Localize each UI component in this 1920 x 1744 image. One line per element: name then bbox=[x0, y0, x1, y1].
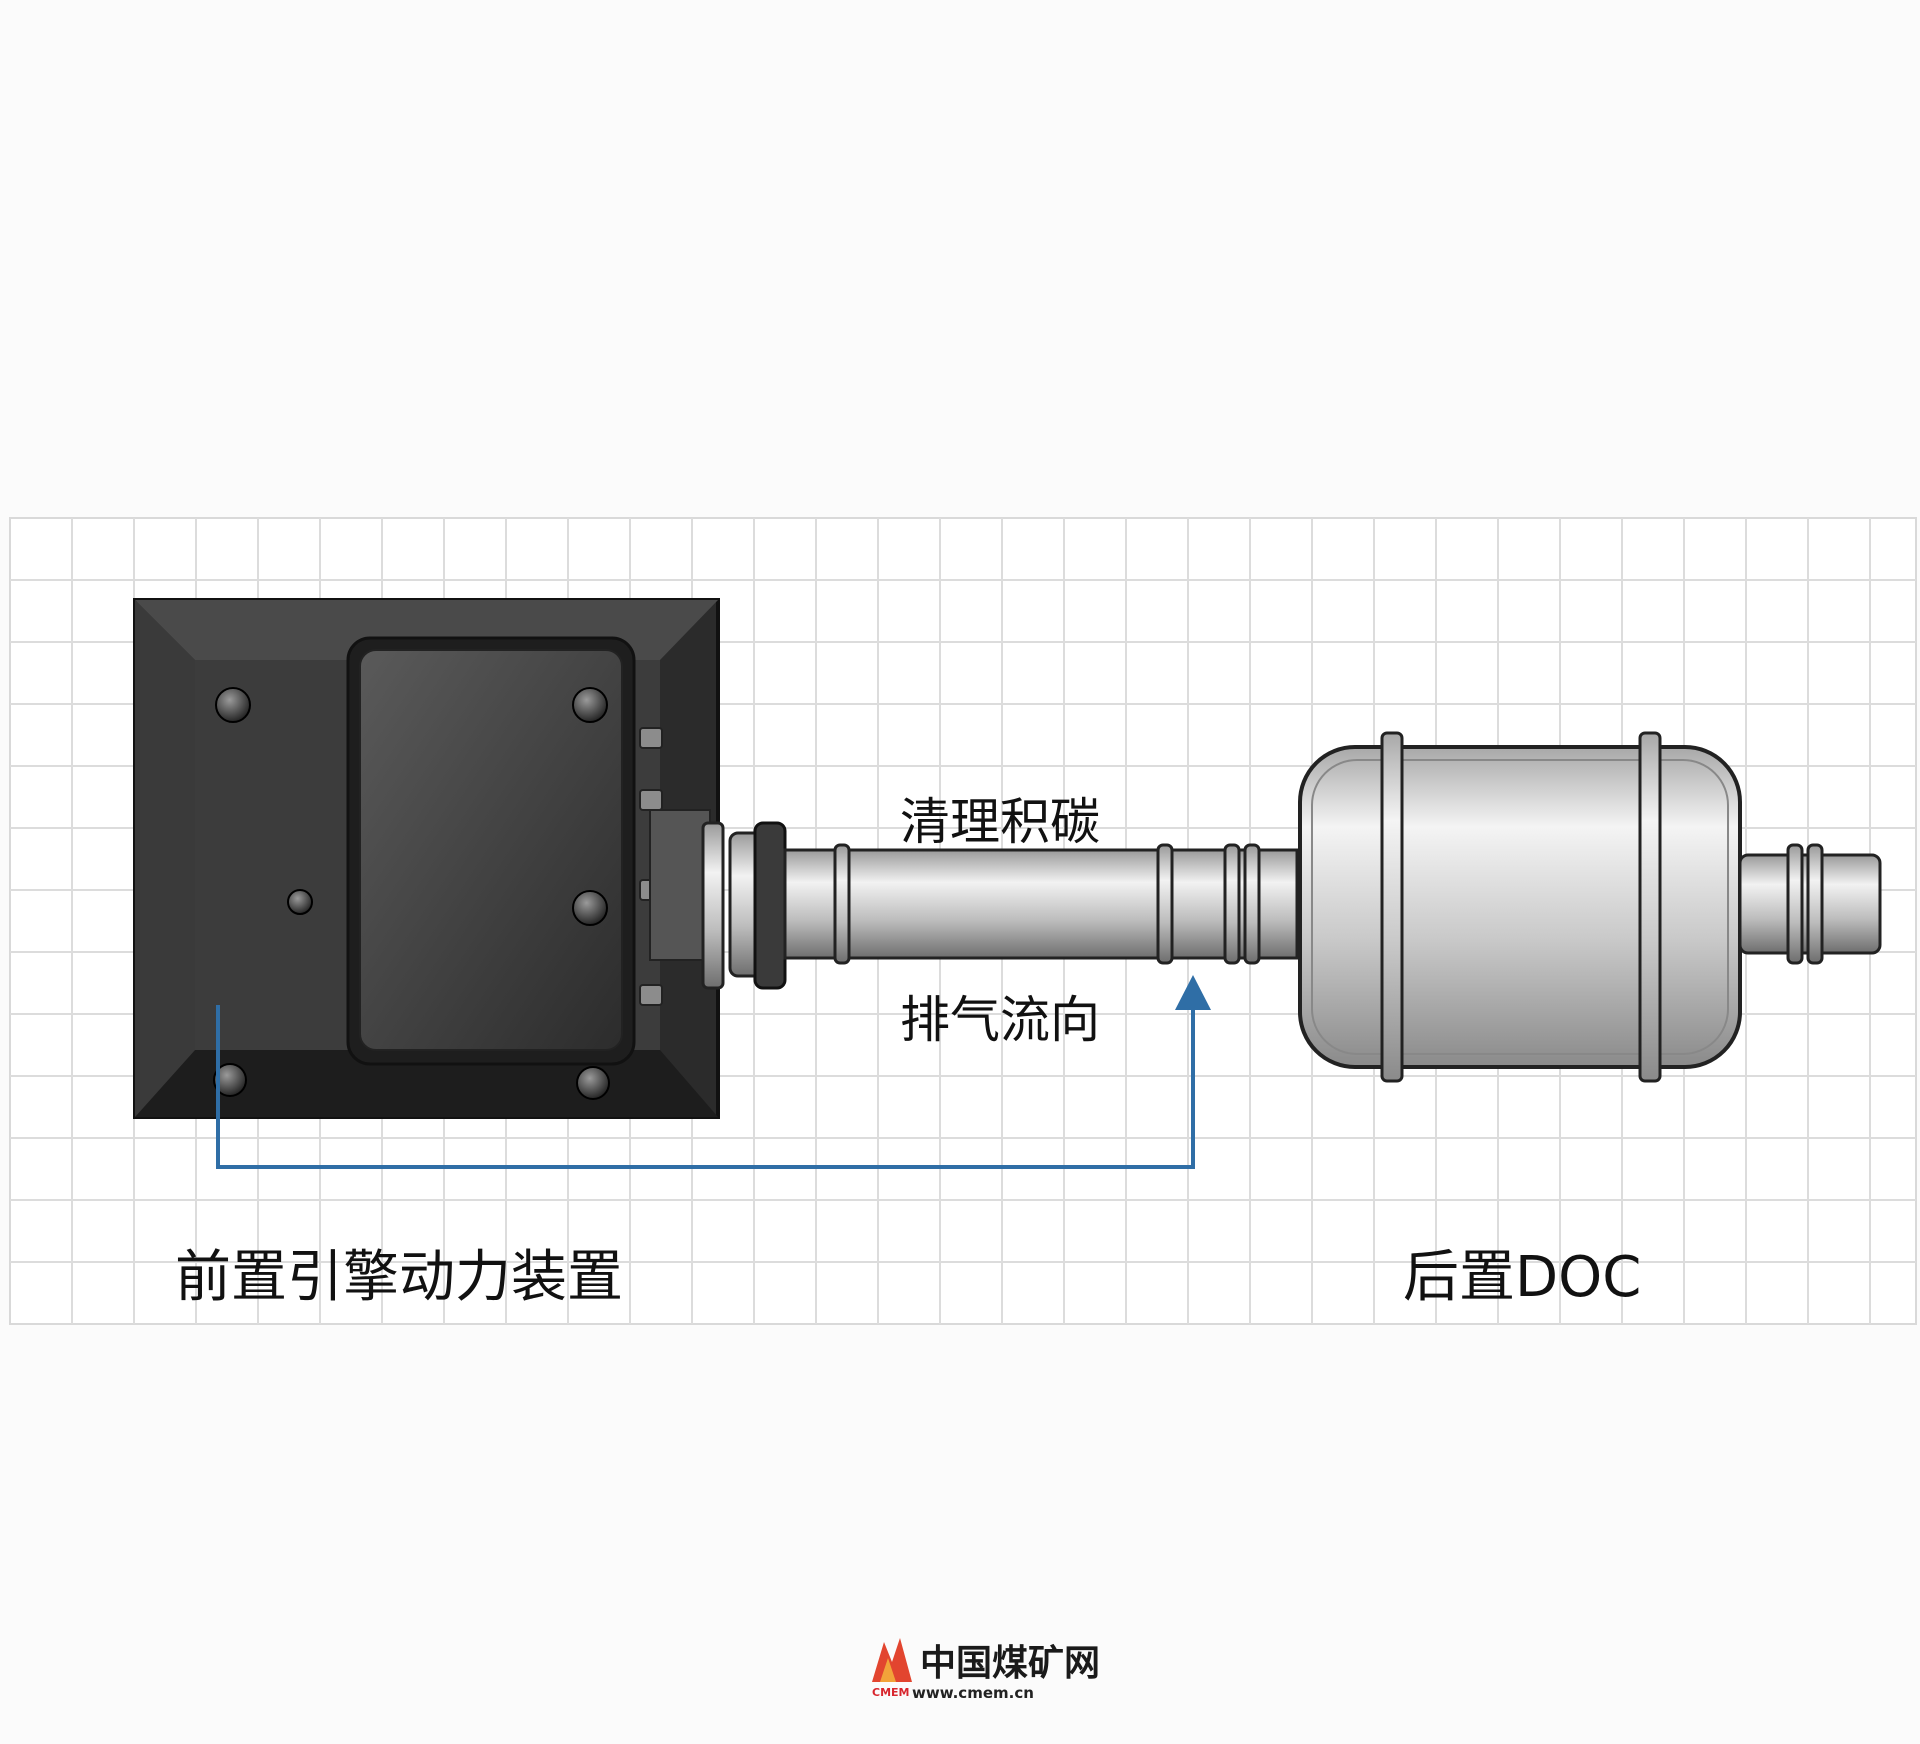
engine-unit bbox=[133, 598, 720, 1119]
label-front-engine: 前置引擎动力装置 bbox=[175, 1245, 623, 1310]
watermark-abbr: CMEM bbox=[872, 1686, 910, 1699]
flange-bolts bbox=[639, 727, 663, 1006]
watermark-url: www.cmem.cn bbox=[912, 1684, 1034, 1702]
doc-canister bbox=[1298, 731, 1882, 1083]
watermark-name: 中国煤矿网 bbox=[920, 1642, 1101, 1684]
exhaust-pipe bbox=[701, 821, 1299, 990]
label-rear-doc: 后置DOC bbox=[1403, 1245, 1642, 1310]
watermark-logo: 中国煤矿网 CMEM www.cmem.cn bbox=[872, 1634, 1100, 1724]
exhaust-flow-arrow bbox=[216, 975, 1211, 1169]
cmem-logo-icon bbox=[872, 1638, 912, 1682]
engine-bolts bbox=[213, 687, 610, 1100]
label-exhaust-flow: 排气流向 bbox=[900, 991, 1100, 1049]
label-clean-carbon: 清理积碳 bbox=[900, 793, 1100, 851]
